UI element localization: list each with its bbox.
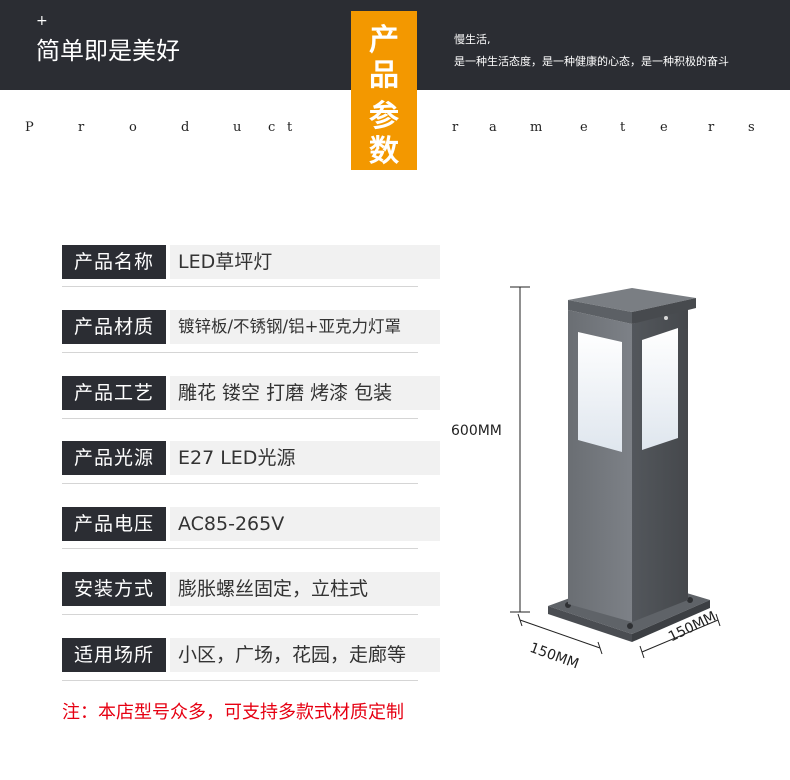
param-value-installation: 膨胀螺丝固定，立柱式 — [170, 572, 440, 606]
row-divider — [62, 418, 418, 419]
subtitle-letter: t — [620, 120, 626, 135]
param-label-process: 产品工艺 — [62, 376, 166, 410]
plus-mark: + — [36, 13, 48, 29]
subtitle-letter: P — [25, 120, 34, 135]
section-title-block: 产 品 参 数 — [351, 11, 417, 170]
param-value-name: LED草坪灯 — [170, 245, 440, 279]
subtitle-letter: s — [748, 120, 755, 135]
param-label-light-source: 产品光源 — [62, 441, 166, 475]
customization-note: 注：本店型号众多，可支持多款式材质定制 — [62, 702, 404, 723]
param-label-voltage: 产品电压 — [62, 507, 166, 541]
section-title-char: 数 — [369, 134, 399, 169]
subtitle-letter: m — [530, 120, 543, 135]
row-divider — [62, 614, 418, 615]
section-title-char: 产 — [369, 23, 399, 58]
param-value-voltage: AC85-265V — [170, 507, 440, 541]
subtitle-letter: r — [452, 120, 459, 135]
row-divider — [62, 286, 418, 287]
subtitle-letter: r — [78, 120, 85, 135]
subtitle-letter: t — [287, 120, 293, 135]
section-title-char: 参 — [369, 99, 399, 134]
row-divider — [62, 483, 418, 484]
subtitle-letter: e — [660, 120, 668, 135]
subtitle-letter: u — [233, 120, 242, 135]
subtitle-letter: d — [181, 120, 190, 135]
param-value-light-source: E27 LED光源 — [170, 441, 440, 475]
subtitle-letter: e — [580, 120, 588, 135]
tagline-line-1: 慢生活, — [454, 33, 491, 46]
slogan: 简单即是美好 — [36, 37, 180, 65]
param-label-installation: 安装方式 — [62, 572, 166, 606]
tagline-line-2: 是一种生活态度，是一种健康的心态，是一种积极的奋斗 — [454, 55, 729, 68]
lawn-lamp-illustration — [510, 286, 721, 659]
section-title-char: 品 — [369, 58, 399, 93]
param-label-material: 产品材质 — [62, 310, 166, 344]
height-dimension-label: 600MM — [451, 423, 502, 439]
param-value-material: 镀锌板/不锈钢/铝+亚克力灯罩 — [170, 310, 440, 344]
subtitle-letter: c — [268, 120, 276, 135]
param-value-process: 雕花 镂空 打磨 烤漆 包装 — [170, 376, 440, 410]
subtitle-letter: r — [708, 120, 715, 135]
row-divider — [62, 680, 418, 681]
param-label-application: 适用场所 — [62, 638, 166, 672]
param-value-application: 小区，广场，花园，走廊等 — [170, 638, 440, 672]
row-divider — [62, 548, 418, 549]
param-label-name: 产品名称 — [62, 245, 166, 279]
subtitle-letter: o — [129, 120, 137, 135]
row-divider — [62, 352, 418, 353]
subtitle-letter: a — [489, 120, 497, 135]
